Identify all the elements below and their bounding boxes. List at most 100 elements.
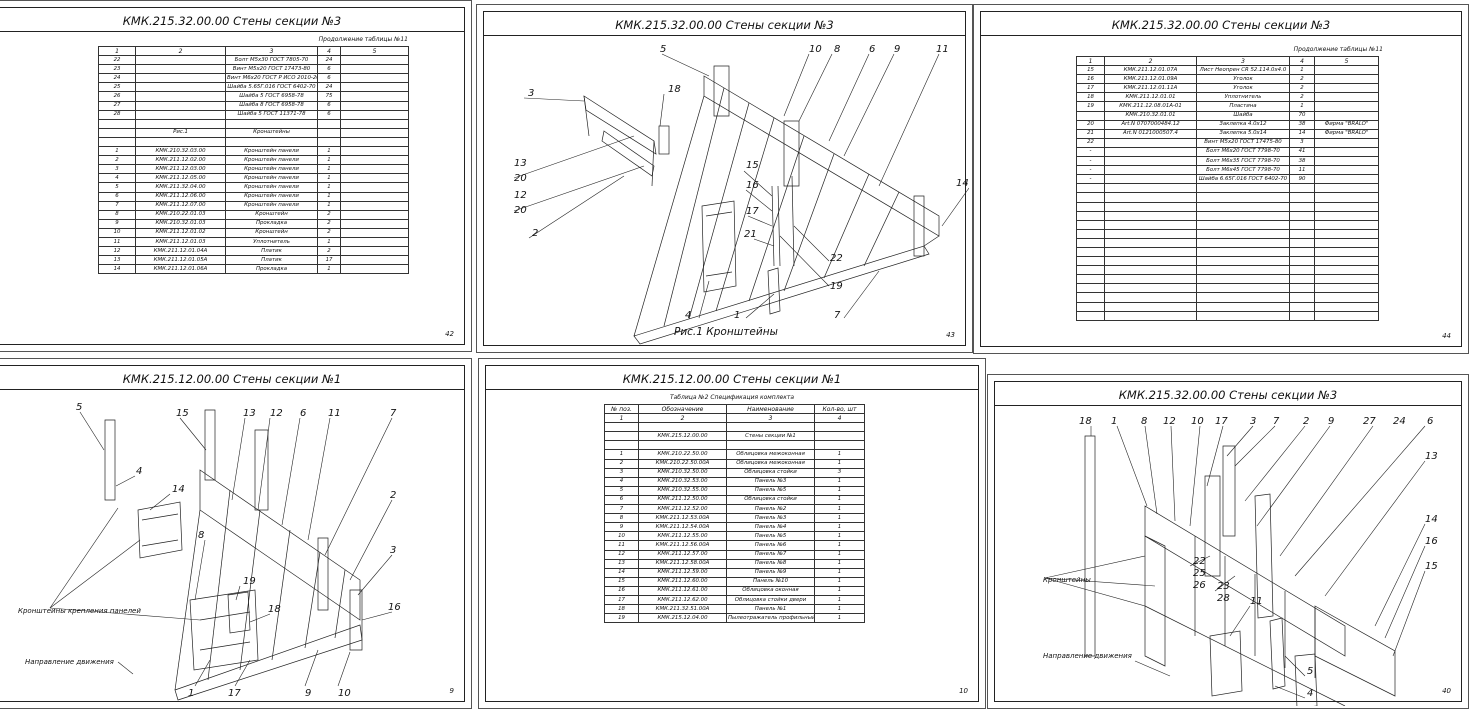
table-cell <box>317 118 341 129</box>
table-cell: Облицовка межоконная <box>726 458 815 469</box>
callout-3: 3 <box>1250 416 1256 427</box>
table-cell: 1 <box>317 191 341 202</box>
callout-18: 18 <box>268 604 281 615</box>
table-cell <box>814 440 865 451</box>
table-cell <box>1196 192 1290 203</box>
table-cell: 1 <box>814 540 865 551</box>
table-cell: КМК.211.12.01.04А <box>135 246 226 257</box>
table-cell <box>340 127 409 138</box>
table-cell: 1 <box>1289 101 1315 112</box>
table-cell: 1 <box>317 182 341 193</box>
table-cell: КМК.211.32.04.00 <box>135 182 226 193</box>
table-cell: Шайба 8 ГОСТ 6958-78 <box>225 100 318 111</box>
table-cell <box>1196 310 1290 321</box>
table-cell <box>1196 210 1290 221</box>
sheet-frame: КМК.215.12.00.00 Стены секции №1 <box>0 365 465 702</box>
callout-9: 9 <box>305 688 311 699</box>
table-cell: 14 <box>98 264 136 275</box>
table-cell <box>340 264 409 275</box>
table-cell: 14 <box>604 567 639 578</box>
table-cell <box>1104 301 1197 312</box>
table-cell <box>1196 219 1290 230</box>
table-cell <box>135 55 226 66</box>
table-cell: Кронштейн <box>225 209 318 220</box>
table-cell <box>1314 65 1379 76</box>
callout-1: 1 <box>734 310 740 321</box>
table-cell: Панель №5 <box>726 485 815 496</box>
table-cell: Шайба 5 ГОСТ 6958-78 <box>225 91 318 102</box>
table-cell <box>225 136 318 148</box>
table-cell: Панель №5 <box>726 531 815 542</box>
label-direction: Направление движения <box>1043 652 1132 660</box>
callout-28: 28 <box>1217 593 1230 604</box>
table-cell <box>135 118 226 129</box>
label-brackets: Кронштейны крепления панелей <box>18 607 141 615</box>
table-cell: КМК.210.32.01.01 <box>1104 110 1197 121</box>
table-cell <box>340 182 409 193</box>
callout-11: 11 <box>328 408 341 419</box>
table-row <box>98 118 409 129</box>
table-cell: Пылеотражатель профильный <box>726 613 815 624</box>
table-cell <box>1196 292 1290 303</box>
table-cell: Заклепка 5.0х14 <box>1196 128 1290 139</box>
table-cell <box>726 440 815 451</box>
table-cell: Кронштейн панели <box>225 155 318 166</box>
table-cell: 12 <box>98 246 136 257</box>
table-cell <box>1104 310 1197 321</box>
page-number: 9 <box>449 687 454 695</box>
table-cell <box>1314 256 1379 267</box>
table-cell <box>1104 265 1197 276</box>
table-cell <box>1289 237 1315 248</box>
sheet-title: КМК.215.32.00.00 Стены секции №3 <box>1118 388 1338 402</box>
table-cell: 17 <box>604 594 639 606</box>
table-cell: Винт М6х20 ГОСТ Р ИСО 2010-2013 <box>225 73 318 84</box>
table-cell <box>1196 237 1290 248</box>
table-row <box>1076 219 1379 230</box>
table-cell <box>340 218 409 229</box>
table-cell: Лист Неопрен CR 52.114.0х4.0 <box>1196 65 1290 76</box>
sheet-frame: КМК.215.32.00.00 Стены секции №3 Продолж… <box>980 11 1462 347</box>
table-cell <box>1076 201 1105 212</box>
table-cell <box>1076 210 1105 221</box>
table-cell <box>604 440 639 451</box>
table-cell: 23 <box>98 64 136 75</box>
callout-26: 26 <box>1193 580 1206 591</box>
table-cell <box>1314 283 1379 294</box>
table-cell: 22 <box>1076 137 1105 148</box>
table-cell: 2 <box>604 458 639 469</box>
table-cell: 1 <box>814 449 865 460</box>
table-cell <box>1289 292 1315 303</box>
callout-5: 5 <box>76 402 82 413</box>
callout-11: 11 <box>936 44 949 55</box>
sheet-title: КМК.215.12.00.00 Стены секции №1 <box>122 372 342 386</box>
table-cell: КМК.210.32.03.00 <box>135 146 226 157</box>
table-cell: КМК.211.12.62.00 <box>638 594 727 606</box>
table-cell: Фирма "BRALO" <box>1314 128 1379 139</box>
table-title: Таблица №2 Спецификация комплекта <box>669 394 795 401</box>
table-cell: 5 <box>98 182 136 193</box>
table-cell: Панель №8 <box>726 558 815 569</box>
table-cell: Прокладка <box>225 264 318 275</box>
callout-12: 12 <box>514 190 527 201</box>
table-cell <box>135 73 226 84</box>
table-cell <box>1314 237 1379 248</box>
table-cell: КМК.211.12.01.05А <box>135 255 226 266</box>
table-cell <box>340 109 409 120</box>
callout-1: 1 <box>1111 416 1117 427</box>
table-cell <box>340 146 409 157</box>
callout-6: 6 <box>300 408 306 419</box>
table-cell: 4 <box>1289 55 1315 67</box>
table-cell: КМК.211.12.01.02 <box>135 227 226 238</box>
table-cell <box>604 422 639 433</box>
table-cell: 25 <box>98 82 136 93</box>
table-cell: Панель №6 <box>726 540 815 551</box>
table-cell: 18 <box>604 604 639 615</box>
